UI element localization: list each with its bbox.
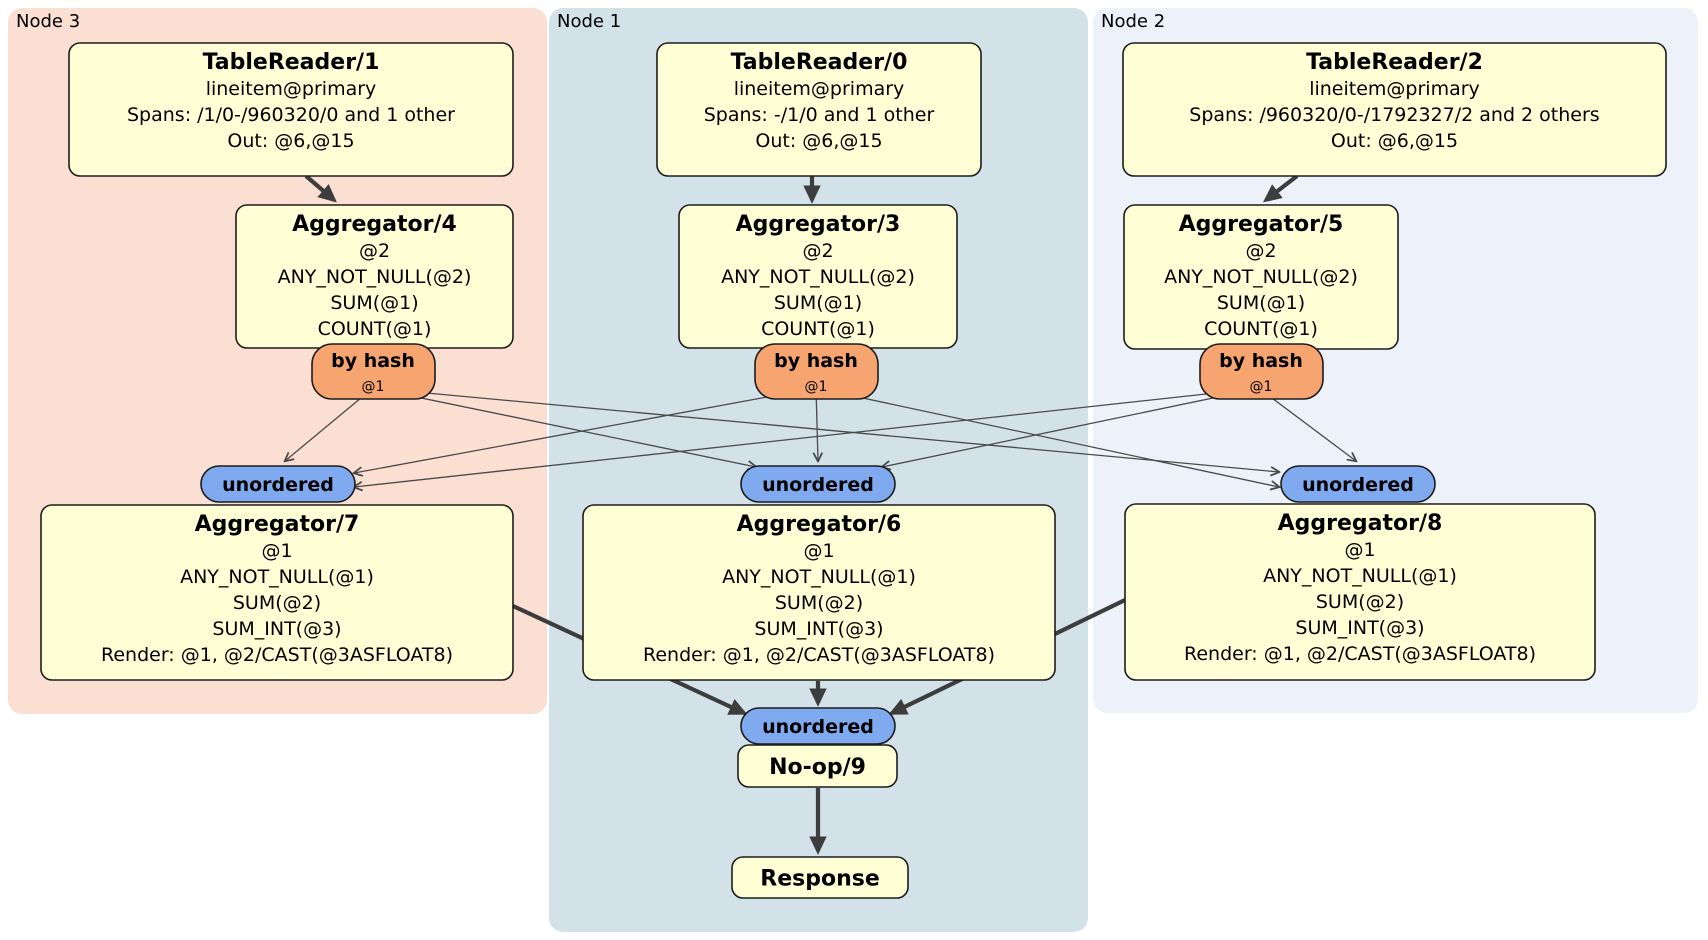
edge-tr2-agg5 [1262, 174, 1299, 203]
box-tablereader-0 [656, 42, 982, 177]
unordered-badge-node2-label: unordered [1302, 474, 1414, 496]
unordered-badge-final [740, 707, 896, 745]
hash-badge-node3-label: by hash [331, 350, 415, 372]
unordered-badge-node1-label: unordered [762, 474, 874, 496]
box-aggregator-6-line-0: @1 [803, 540, 834, 562]
hash-badge-node1-label: by hash [774, 350, 858, 372]
box-tablereader-0-line-2: Out: @6,@15 [755, 130, 882, 152]
box-aggregator-3-line-3: COUNT(@1) [761, 318, 875, 340]
box-aggregator-5-title: Aggregator/5 [1179, 212, 1344, 237]
box-aggregator-5-line-0: @2 [1245, 240, 1276, 262]
box-aggregator-3-line-1: ANY_NOT_NULL(@2) [721, 266, 915, 288]
box-tablereader-2-line-0: lineitem@primary [1309, 78, 1480, 100]
box-tablereader-1-line-1: Spans: /1/0-/960320/0 and 1 other [127, 104, 455, 126]
box-tablereader-2-title: TableReader/2 [1306, 50, 1483, 75]
edge-hash1-un1 [816, 387, 818, 461]
box-response-title: Response [760, 867, 880, 892]
box-tablereader-2 [1122, 42, 1667, 177]
box-aggregator-3-line-0: @2 [802, 240, 833, 262]
box-aggregator-3-line-2: SUM(@1) [774, 292, 862, 314]
box-aggregator-6-title: Aggregator/6 [737, 512, 902, 537]
box-aggregator-8 [1124, 503, 1596, 681]
hash-badge-node3-sub: @1 [362, 379, 385, 395]
edge-hash1-un2 [815, 387, 1279, 487]
hash-badge-node3 [311, 343, 436, 400]
box-aggregator-5-line-2: SUM(@1) [1217, 292, 1305, 314]
box-aggregator-5-line-1: ANY_NOT_NULL(@2) [1164, 266, 1358, 288]
unordered-badge-node3 [200, 465, 356, 503]
box-response [731, 856, 909, 899]
box-tablereader-0-line-1: Spans: -/1/0 and 1 other [704, 104, 935, 126]
node-region-1-label: Node 1 [557, 11, 621, 32]
box-aggregator-7-line-1: ANY_NOT_NULL(@1) [180, 566, 374, 588]
box-tablereader-0-line-0: lineitem@primary [734, 78, 905, 100]
edge-tr1-agg4 [304, 174, 337, 203]
box-aggregator-8-line-2: SUM(@2) [1316, 591, 1404, 613]
box-aggregator-8-title: Aggregator/8 [1278, 511, 1443, 536]
edge-hash3-un1 [372, 387, 756, 467]
box-aggregator-6 [582, 504, 1056, 681]
router-badges-layer: by hash @1 by hash @1 by hash @1 unordered unor… [200, 343, 1436, 745]
box-tablereader-1-line-2: Out: @6,@15 [227, 130, 354, 152]
box-aggregator-3-title: Aggregator/3 [736, 212, 901, 237]
box-tablereader-2-line-1: Spans: /960320/0-/1792327/2 and 2 others [1189, 104, 1599, 126]
box-aggregator-7-line-4: Render: @1, @2/CAST(@3ASFLOAT8) [101, 644, 453, 666]
edge-hash2-un3 [354, 387, 1262, 487]
box-tablereader-1-title: TableReader/1 [203, 50, 380, 75]
box-aggregator-8-line-3: SUM_INT(@3) [1295, 617, 1424, 639]
box-aggregator-4-line-1: ANY_NOT_NULL(@2) [278, 266, 472, 288]
box-aggregator-5-line-3: COUNT(@1) [1204, 318, 1318, 340]
box-aggregator-4-line-2: SUM(@1) [330, 292, 418, 314]
box-tablereader-2-line-2: Out: @6,@15 [1331, 130, 1458, 152]
box-tablereader-0-title: TableReader/0 [731, 50, 908, 75]
box-tablereader-1 [68, 42, 514, 177]
unordered-badge-final-label: unordered [762, 716, 874, 738]
box-aggregator-6-line-1: ANY_NOT_NULL(@1) [722, 566, 916, 588]
box-aggregator-6-line-4: Render: @1, @2/CAST(@3ASFLOAT8) [643, 644, 995, 666]
edge-hash2-un1 [882, 387, 1262, 467]
unordered-badge-node1 [740, 465, 896, 503]
box-aggregator-8-line-0: @1 [1344, 539, 1375, 561]
box-aggregator-4-line-0: @2 [359, 240, 390, 262]
box-aggregator-7-line-2: SUM(@2) [233, 592, 321, 614]
box-aggregator-4-line-3: COUNT(@1) [318, 318, 432, 340]
box-aggregator-8-line-1: ANY_NOT_NULL(@1) [1263, 565, 1457, 587]
hash-badge-node2-sub: @1 [1250, 379, 1273, 395]
hash-badge-node2 [1199, 343, 1324, 400]
box-aggregator-4-title: Aggregator/4 [292, 212, 457, 237]
unordered-badge-node3-label: unordered [222, 474, 334, 496]
box-noop-9 [737, 744, 898, 788]
node-region-3-label: Node 3 [16, 11, 80, 32]
hash-badge-node1-sub: @1 [805, 379, 828, 395]
hash-badge-node1 [754, 343, 879, 400]
box-aggregator-7-line-3: SUM_INT(@3) [212, 618, 341, 640]
node-region-2-label: Node 2 [1101, 11, 1165, 32]
box-aggregator-7-line-0: @1 [261, 540, 292, 562]
edge-hash2-un2 [1263, 391, 1356, 461]
box-aggregator-7-title: Aggregator/7 [195, 512, 360, 537]
edge-hash3-un3 [285, 387, 374, 461]
box-aggregator-6-line-2: SUM(@2) [775, 592, 863, 614]
box-aggregator-6-line-3: SUM_INT(@3) [754, 618, 883, 640]
box-aggregator-8-line-4: Render: @1, @2/CAST(@3ASFLOAT8) [1184, 643, 1536, 665]
box-aggregator-7 [40, 504, 514, 681]
unordered-badge-node2 [1280, 465, 1436, 503]
hash-badge-node2-label: by hash [1219, 350, 1303, 372]
edge-hash1-un3 [354, 387, 817, 473]
box-noop-9-title: No-op/9 [769, 755, 866, 780]
edge-hash3-un2 [372, 387, 1279, 472]
box-tablereader-1-line-0: lineitem@primary [206, 78, 377, 100]
